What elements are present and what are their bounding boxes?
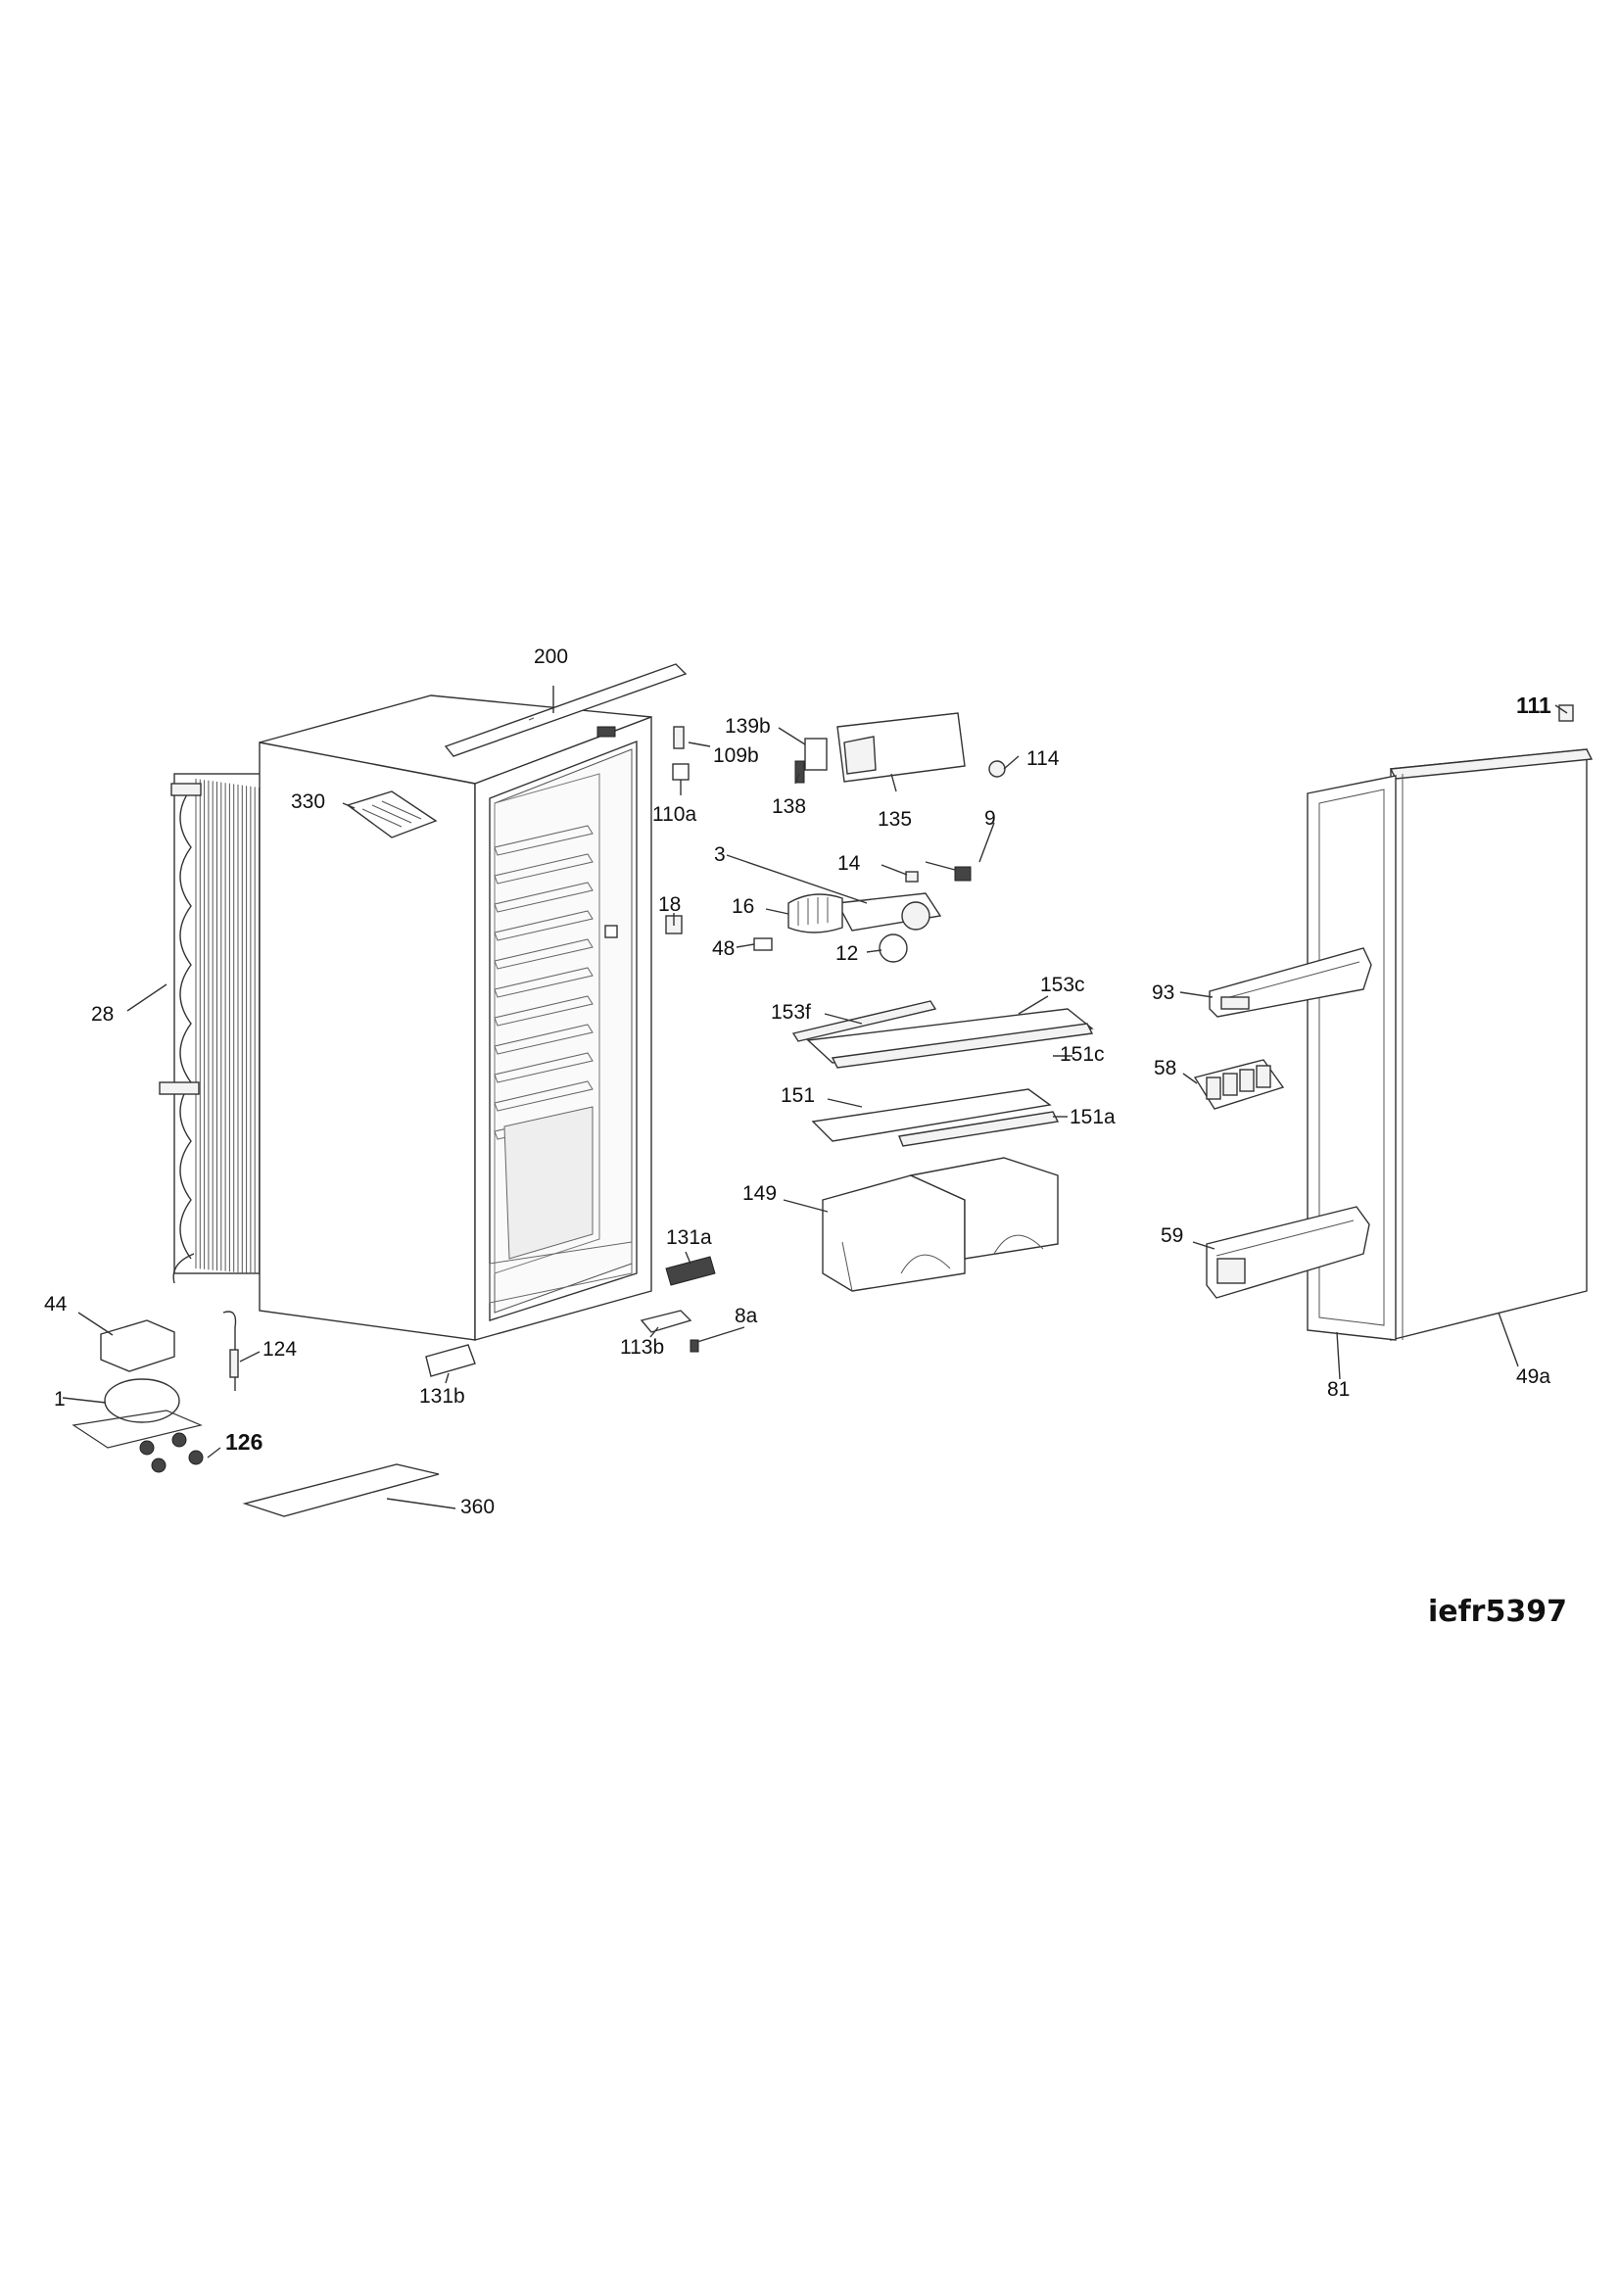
callout-9: 9 xyxy=(984,807,996,830)
knob-part-12 xyxy=(879,933,908,963)
callout-12: 12 xyxy=(835,942,858,965)
compressor-part-1 xyxy=(71,1378,203,1449)
door-part-49a xyxy=(1389,748,1594,1341)
switch-part-14 xyxy=(905,871,919,883)
condenser-part-28 xyxy=(159,773,263,1284)
cabinet-body xyxy=(259,694,652,1341)
callout-1: 1 xyxy=(54,1388,66,1411)
callout-16: 16 xyxy=(732,895,754,918)
glass-shelf-part-151 xyxy=(811,1088,1052,1142)
callout-8a: 8a xyxy=(735,1305,758,1327)
callout-58: 58 xyxy=(1154,1057,1176,1079)
glass-shelf-part-153c xyxy=(806,1008,1094,1064)
callout-151c: 151c xyxy=(1060,1043,1105,1066)
screw-part-109b xyxy=(673,726,685,749)
callout-151a: 151a xyxy=(1070,1106,1116,1128)
relay-box-part-44 xyxy=(100,1319,175,1372)
callout-14: 14 xyxy=(837,852,861,875)
shelf-trim-part-153f xyxy=(791,1000,937,1042)
base-plate-part-360 xyxy=(242,1463,440,1517)
callout-28: 28 xyxy=(91,1003,114,1026)
door-gasket-part-81 xyxy=(1307,775,1397,1341)
callout-153f: 153f xyxy=(771,1001,811,1024)
callout-3: 3 xyxy=(714,843,726,866)
callout-18: 18 xyxy=(658,893,681,916)
callout-139b: 139b xyxy=(725,715,771,738)
callout-44: 44 xyxy=(44,1293,68,1315)
callout-59: 59 xyxy=(1161,1224,1183,1247)
door-bin-part-59 xyxy=(1206,1206,1370,1299)
callout-113b: 113b xyxy=(620,1336,664,1359)
callout-110a: 110a xyxy=(652,803,696,826)
callout-360: 360 xyxy=(460,1496,495,1518)
callout-48: 48 xyxy=(712,937,735,960)
screw-part-8a xyxy=(690,1339,699,1353)
callout-126: 126 xyxy=(225,1429,262,1455)
callout-49a: 49a xyxy=(1516,1365,1550,1388)
hinge-part-113b xyxy=(640,1310,692,1333)
bulb-part-48 xyxy=(753,937,773,951)
bracket-part-138 xyxy=(794,760,805,784)
callout-131b: 131b xyxy=(419,1385,465,1408)
hinge-cover-part-131b xyxy=(425,1344,476,1377)
clip-part-139b xyxy=(804,738,828,771)
capillary-part-124 xyxy=(222,1311,239,1391)
callout-200: 200 xyxy=(534,646,568,668)
leader-lines xyxy=(62,686,1568,1509)
hinge-cover-part-131a xyxy=(665,1256,716,1286)
callout-330: 330 xyxy=(291,790,325,813)
callout-81: 81 xyxy=(1327,1378,1350,1401)
callout-153c: 153c xyxy=(1040,974,1085,996)
callout-124: 124 xyxy=(262,1338,297,1361)
diagram-code: iefr5397 xyxy=(1428,1595,1567,1629)
connector-part-9 xyxy=(925,861,972,882)
control-panel-part-135 xyxy=(836,712,966,783)
callout-93: 93 xyxy=(1152,981,1174,1004)
callout-135: 135 xyxy=(878,808,912,831)
callout-114: 114 xyxy=(1026,747,1060,770)
lamp-cover-part-16 xyxy=(787,893,843,933)
callout-111: 111 xyxy=(1516,693,1551,718)
door-shelf-part-93 xyxy=(1209,947,1372,1018)
callout-138: 138 xyxy=(772,795,806,818)
ice-tray-part-330 xyxy=(346,790,438,838)
callout-151: 151 xyxy=(781,1084,815,1107)
top-cover-part-200 xyxy=(444,663,688,757)
grommets-part-126 xyxy=(139,1432,204,1473)
nut-part-114 xyxy=(988,760,1006,778)
shelf-trim-part-151a xyxy=(898,1111,1060,1147)
thermostat-part-3 xyxy=(835,892,942,932)
cap-part-110a xyxy=(672,763,690,781)
callout-109b: 109b xyxy=(713,744,759,767)
shelf-trim-part-151c xyxy=(831,1023,1094,1069)
egg-tray-part-58 xyxy=(1193,1059,1285,1110)
callout-131a: 131a xyxy=(666,1226,712,1249)
crisper-drawer-part-149 xyxy=(822,1157,1059,1292)
callout-149: 149 xyxy=(742,1182,777,1205)
